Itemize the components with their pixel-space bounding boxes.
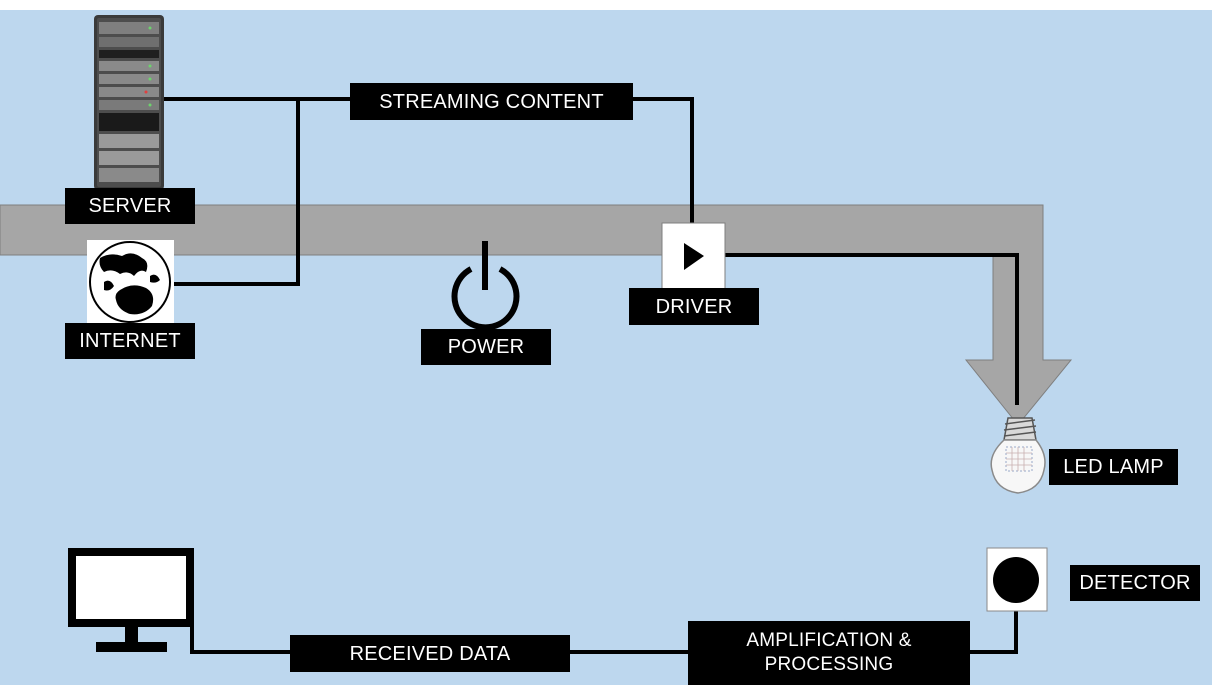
driver-label: DRIVER (629, 288, 759, 325)
power-band (0, 204, 1073, 426)
streaming-to-driver-line (632, 97, 694, 252)
detector-sensor-icon (986, 547, 1048, 612)
internet-to-trunk-line (172, 99, 300, 286)
server-rack-icon (94, 15, 164, 190)
server-label: SERVER (65, 188, 195, 224)
light-bulb-icon (990, 417, 1046, 494)
streaming-content-label: STREAMING CONTENT (350, 83, 633, 120)
amplification-processing-label: AMPLIFICATION & PROCESSING (688, 621, 970, 685)
connection-lines (163, 97, 1019, 654)
driver-triangle-icon (661, 222, 726, 290)
internet-label: INTERNET (65, 323, 195, 359)
driver-to-lamp-line (704, 253, 1019, 405)
monitor-icon (68, 548, 194, 652)
amplification-label-line2: PROCESSING (764, 654, 894, 675)
amplification-to-detector-line (970, 605, 1018, 654)
power-icon (451, 241, 520, 331)
detector-label: DETECTOR (1070, 565, 1200, 601)
led-lamp-label: LED LAMP (1049, 449, 1178, 485)
amplification-label-line1: AMPLIFICATION & (746, 630, 912, 652)
power-label: POWER (421, 329, 551, 365)
globe-icon (87, 240, 174, 323)
received-data-label: RECEIVED DATA (290, 635, 570, 672)
